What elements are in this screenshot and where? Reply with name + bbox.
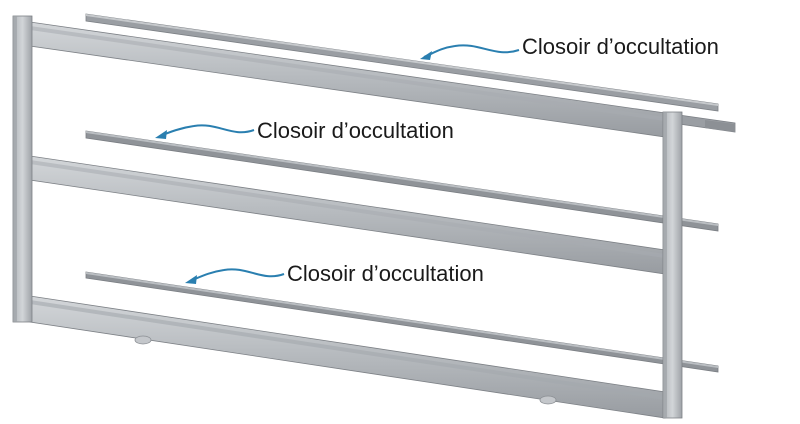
callout-arrow-1 — [420, 44, 520, 60]
callout-arrow-2 — [155, 124, 255, 139]
arrowhead-icon — [185, 275, 197, 284]
callout-label-top: Closoir d’occultation — [522, 34, 719, 59]
callout-label-middle: Closoir d’occultation — [257, 118, 454, 143]
arrowhead-icon — [420, 51, 432, 60]
foot-left — [134, 335, 152, 345]
callout-label-bottom: Closoir d’occultation — [287, 261, 484, 286]
arrowhead-icon — [155, 130, 167, 139]
foot-right — [539, 395, 557, 405]
callout-arrow-3 — [185, 268, 285, 284]
top-occultation-slat — [85, 13, 719, 112]
lower-occultation-slat — [85, 271, 719, 373]
right-post — [662, 111, 683, 419]
left-post — [12, 15, 33, 323]
middle-occultation-slat — [85, 130, 719, 232]
